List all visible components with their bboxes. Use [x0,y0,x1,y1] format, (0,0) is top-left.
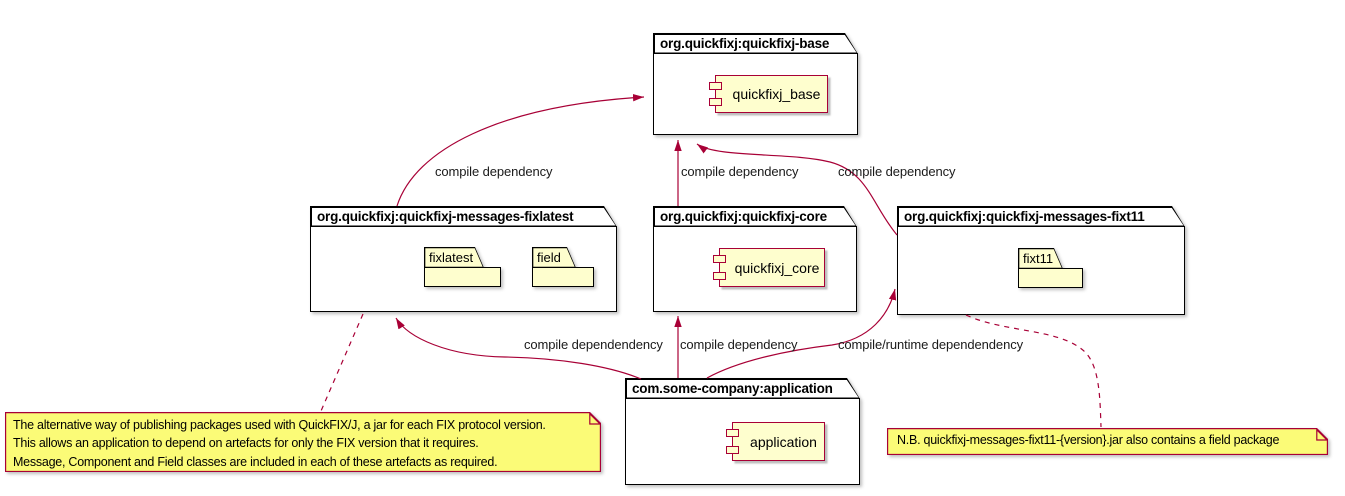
folder-tab [424,247,484,268]
package-quickfixj-messages-fixlatest: org.quickfixj:quickfixj-messages-fixlate… [310,206,617,312]
edge-label-fixlatest-to-base: compile dependency [435,164,553,179]
note-line: This allows an application to depend on … [13,436,479,451]
folder-fixlatest: fixlatest [424,247,501,287]
component-label: quickfixj_core [734,259,820,276]
component-icon [712,255,726,263]
folder-tab-face [1019,249,1061,267]
package-tab [310,206,617,227]
note-face [888,429,1327,454]
package-tab [897,206,1185,227]
package-title: org.quickfixj:quickfixj-messages-fixlate… [317,209,574,224]
component-icon [708,82,722,90]
note-text: N.B. quickfixj-messages-fixt11-{version}… [897,433,1280,447]
package-quickfixj-base: org.quickfixj:quickfixj-base quickfixj_b… [653,33,858,135]
package-tab [653,33,858,54]
folder-body [532,266,594,287]
note-link-fixlatest [320,313,364,412]
package-title: org.quickfixj:quickfixj-core [660,209,827,224]
package-tab-face [899,208,1184,226]
component-icon [712,272,726,280]
component-icon [725,446,739,454]
package-tab-face [627,380,859,398]
note-line: The alternative way of publishing packag… [13,418,546,432]
package-tab-face [312,208,616,226]
edge-label-app-to-core: compile dependency [680,337,798,352]
package-quickfixj-core: org.quickfixj:quickfixj-core quickfixj_c… [653,206,857,312]
folder-label: fixlatest [429,250,474,265]
folder-body [424,266,501,287]
component-quickfixj-base: quickfixj_base [708,75,828,113]
folder-label: field [537,250,561,265]
package-title: org.quickfixj:quickfixj-base [660,36,830,51]
folder-tab-face [425,248,482,266]
package-tab [625,378,860,399]
package-quickfixj-messages-fixt11: org.quickfixj:quickfixj-messages-fixt11 … [897,206,1185,315]
edge-label-app-to-fixt11: compile/runtime dependendency [838,337,1023,352]
edge-label-app-to-fixlatest: compile dependendency [524,337,663,352]
component-label: application [750,433,817,450]
note-fixt11-field-package: N.B. quickfixj-messages-fixt11-{version}… [887,428,1328,455]
folder-tab-face [533,248,574,266]
folder-fixt11: fixt11 [1018,248,1083,288]
note-line: Message, Component and Field classes are… [13,454,498,469]
folder-field: field [532,247,594,287]
component-icon [708,98,722,106]
component-icon [725,429,739,437]
note-fold-icon [588,412,601,425]
folder-tab [532,247,576,268]
folder-label: fixt11 [1023,251,1054,266]
note-face [6,413,600,471]
folder-tab [1018,248,1063,269]
note-publishing-explanation: The alternative way of publishing packag… [5,412,601,472]
note-fold-icon [1315,428,1328,441]
note-text: The alternative way of publishing packag… [13,416,546,471]
package-application: com.some-company:application application [625,378,860,485]
component-quickfixj-core: quickfixj_core [712,248,825,287]
note-link-fixt11 [965,314,1102,428]
component-application: application [725,422,825,461]
package-title: com.some-company:application [632,381,833,396]
edge-label-core-to-base: compile dependency [681,164,799,179]
folder-body [1018,267,1083,288]
edge-label-fixt11-to-base: compile dependency [838,164,956,179]
edge-fixlatest-to-base [396,93,645,207]
package-title: org.quickfixj:quickfixj-messages-fixt11 [904,209,1145,224]
package-tab-face [655,35,857,53]
component-label: quickfixj_base [732,86,821,102]
